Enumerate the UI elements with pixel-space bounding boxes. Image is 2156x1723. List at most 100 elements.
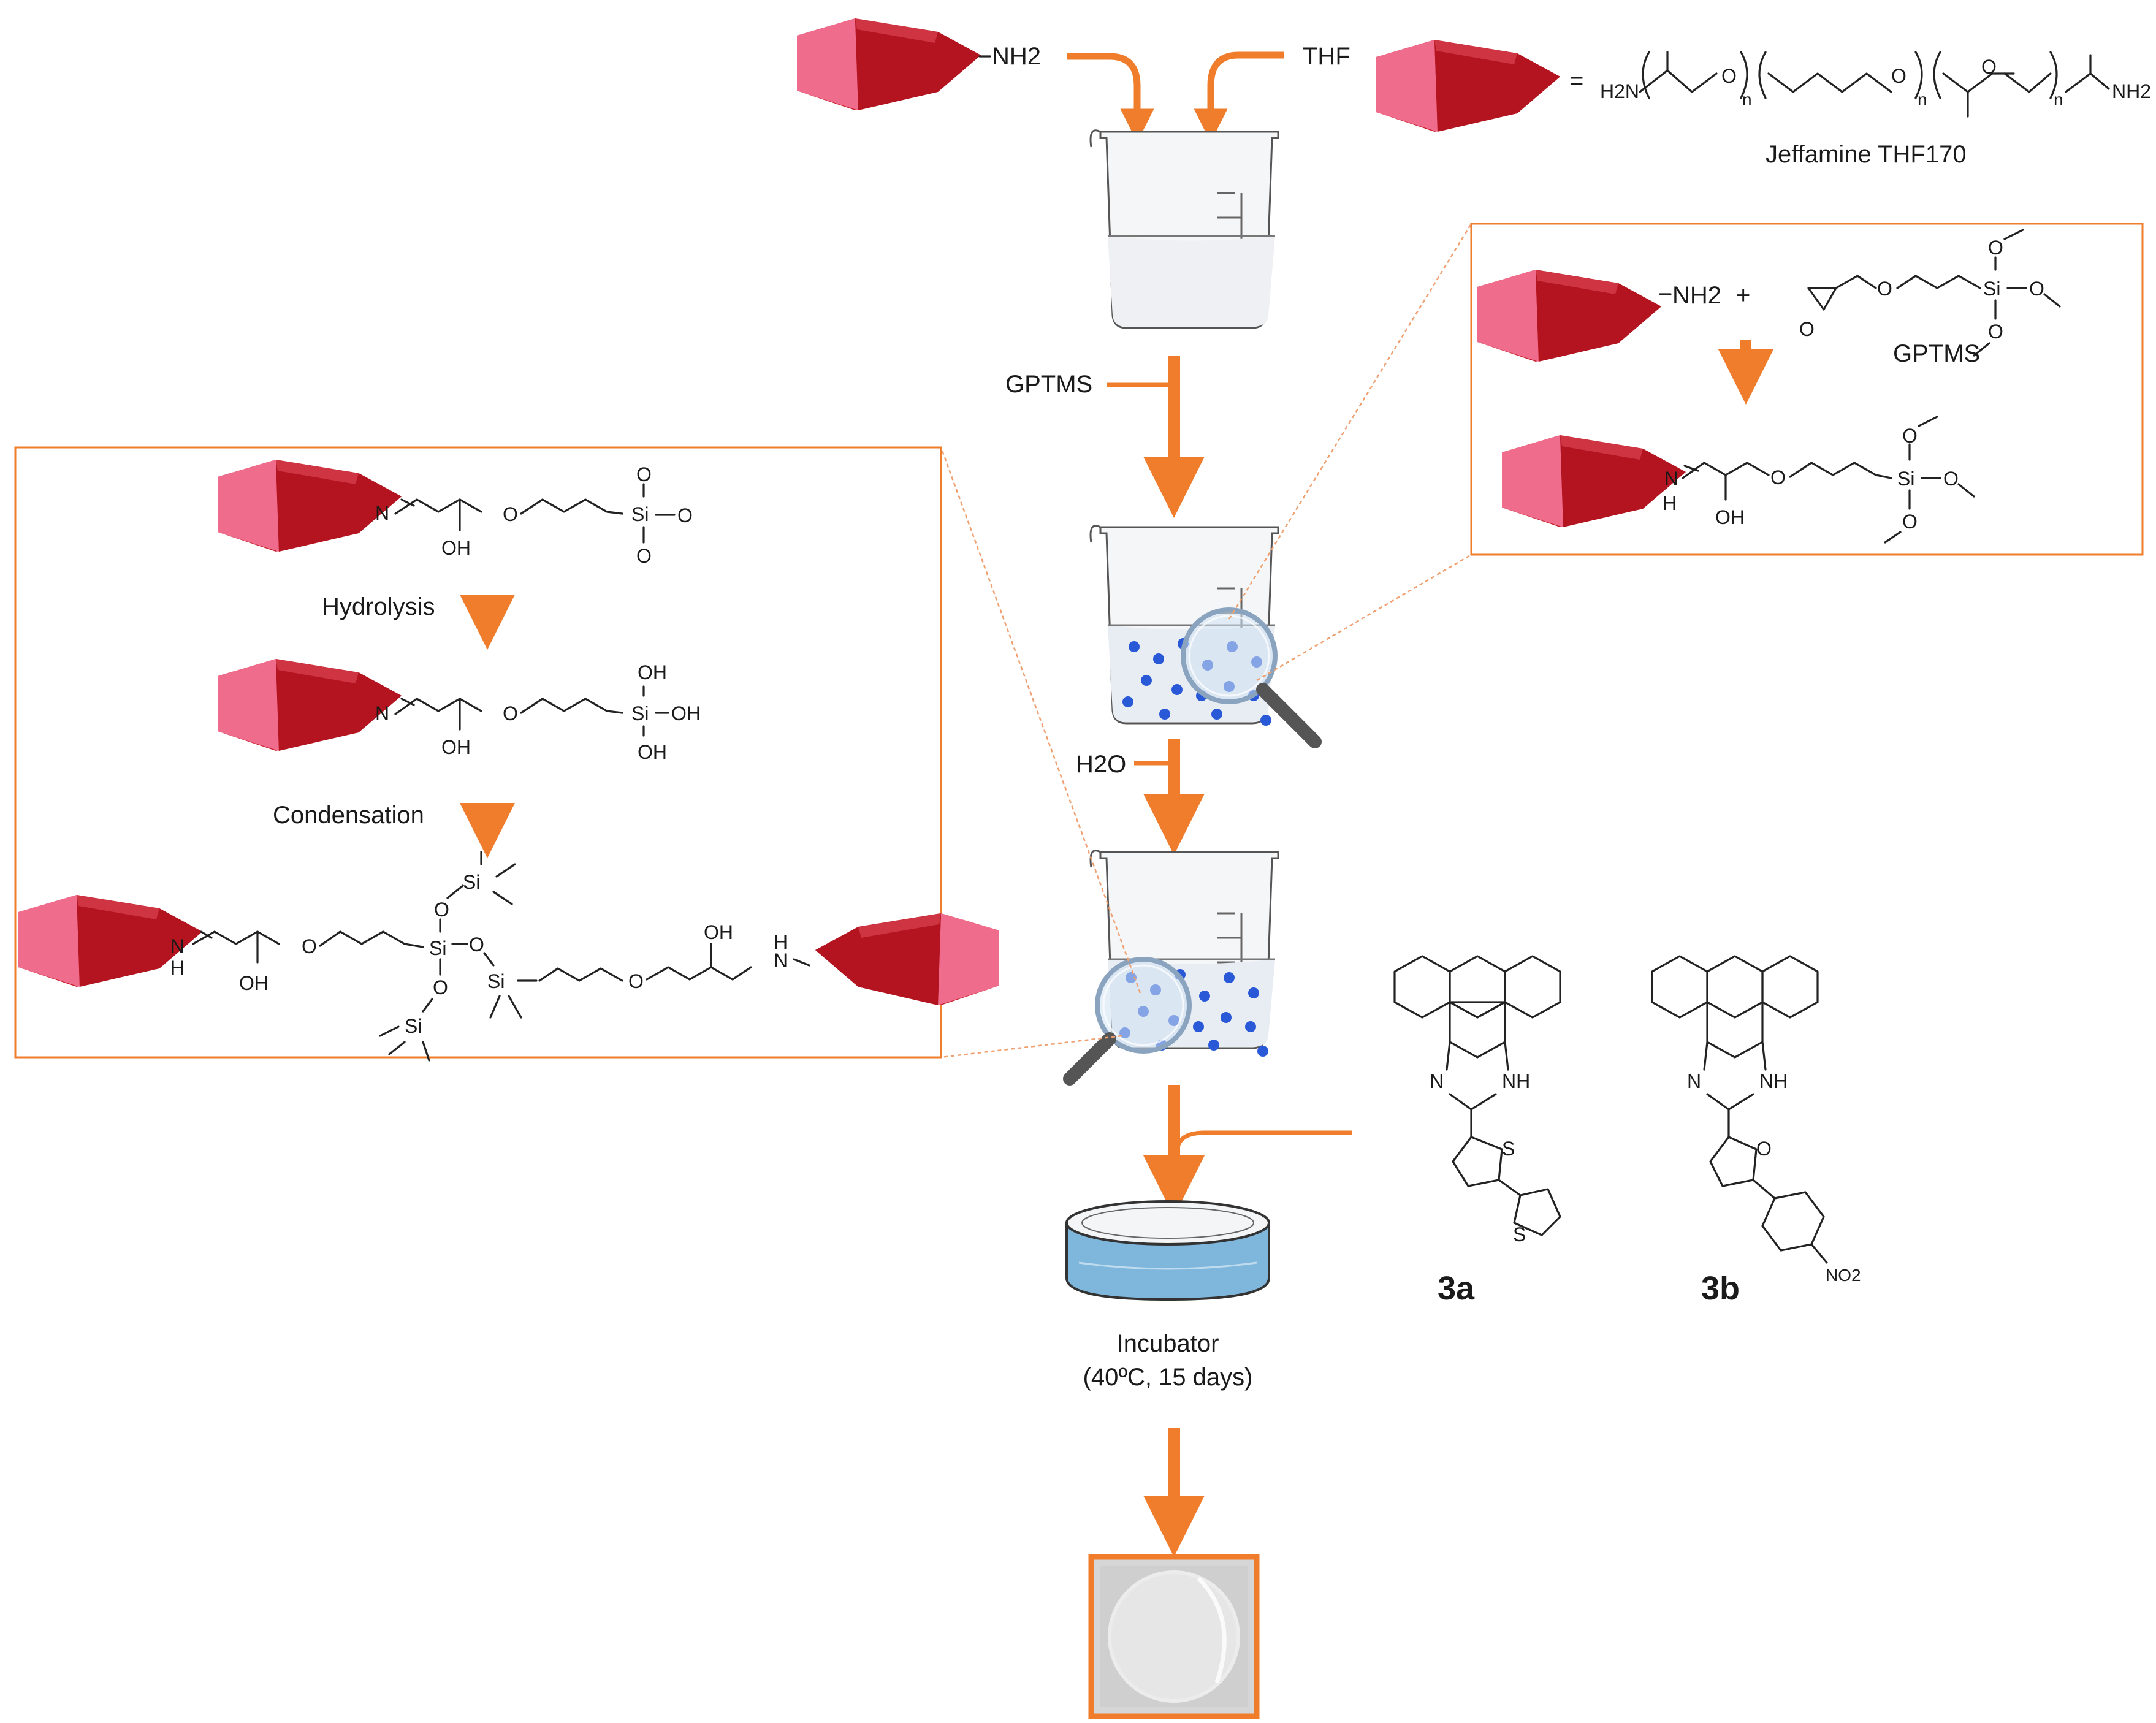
magnifier-icon bbox=[1183, 610, 1322, 748]
lb-r3-h-right: H bbox=[774, 931, 788, 953]
beaker-1 bbox=[1089, 129, 1279, 329]
rb-product-o-up: O bbox=[1902, 425, 1918, 447]
rb-product-h: H bbox=[1663, 492, 1677, 514]
lb-r1-o-right: O bbox=[677, 504, 693, 527]
gptms-o-right: O bbox=[2029, 278, 2044, 300]
thf-label: THF bbox=[1303, 43, 1350, 70]
zoom-line-right-top bbox=[1228, 223, 1472, 620]
lb-r2-oh-up: OH bbox=[638, 661, 667, 683]
compound-3b-nh: NH bbox=[1759, 1070, 1788, 1092]
lb-r2-oh-down: OH bbox=[638, 741, 667, 763]
membrane-photo-icon bbox=[1088, 1554, 1260, 1719]
rb-gptms-label: GPTMS bbox=[1893, 340, 1980, 367]
ether-o-2: O bbox=[1891, 65, 1906, 87]
lb-r3-o-chain: O bbox=[628, 970, 644, 992]
beaker-3 bbox=[1063, 850, 1279, 1086]
h2n-label: H2N bbox=[1600, 80, 1639, 102]
beaker-2 bbox=[1089, 525, 1322, 748]
epoxide-o: O bbox=[1799, 318, 1815, 340]
zoom-line-left-top bbox=[940, 447, 1141, 994]
gptms-flow-label: GPTMS bbox=[1005, 371, 1092, 398]
ether-o-3: O bbox=[1981, 56, 1997, 78]
compound-3b-o: O bbox=[1756, 1138, 1772, 1160]
amine-arrow bbox=[1067, 53, 1154, 143]
red-polymer-block-icon bbox=[218, 659, 402, 751]
lb-r2-o: O bbox=[503, 702, 518, 725]
red-polymer-block-icon bbox=[1502, 435, 1686, 527]
dye-branch-line bbox=[1175, 1130, 1352, 1153]
lb-r3-n-right: N bbox=[774, 949, 788, 972]
incubator-label: Incubator bbox=[1117, 1330, 1219, 1357]
jeffamine-definition: = H2N O n O n O n NH2 Jeffamine THF170 bbox=[1376, 40, 2151, 168]
compound-3b-n: N bbox=[1687, 1070, 1701, 1092]
jeffamine-name: Jeffamine THF170 bbox=[1766, 141, 1967, 168]
magnifier-icon bbox=[1063, 959, 1189, 1086]
gptms-si: Si bbox=[1983, 278, 2000, 300]
equals-sign: = bbox=[1569, 67, 1583, 94]
lb-r2-n: N bbox=[375, 702, 389, 725]
lb-r3-si-down: Si bbox=[405, 1015, 422, 1037]
red-polymer-block-icon bbox=[815, 913, 999, 1005]
lb-r3-oh-left: OH bbox=[239, 972, 269, 994]
petri-dish-icon bbox=[1065, 1200, 1270, 1301]
zoom-line-right-bottom bbox=[1256, 553, 1472, 682]
red-polymer-block-icon bbox=[1477, 270, 1661, 362]
lb-r1-oh: OH bbox=[441, 537, 471, 559]
rb-product-n: N bbox=[1664, 468, 1678, 490]
rb-product-si: Si bbox=[1897, 468, 1914, 490]
lb-r3-si-center: Si bbox=[429, 937, 446, 959]
lb-r3-n-left: N bbox=[170, 935, 185, 957]
repeat-n-1: n bbox=[1742, 90, 1752, 109]
lb-r3-h-left: H bbox=[170, 957, 185, 979]
condensation-label: Condensation bbox=[273, 802, 424, 829]
thf-arrow bbox=[1194, 51, 1284, 143]
red-polymer-block-icon bbox=[797, 18, 981, 110]
rb-product-o-right: O bbox=[1943, 468, 1959, 490]
repeat-n-3: n bbox=[2054, 90, 2063, 109]
amine-reagent: NH2 bbox=[797, 18, 1041, 110]
sol-gel-mechanism-box: N OH O Si O O O Hydrolysis N OH O Si OH … bbox=[14, 446, 999, 1062]
zoom-line-left-bottom bbox=[940, 1035, 1122, 1059]
lb-r2-oh-right: OH bbox=[671, 702, 701, 725]
lb-r3-oh-right: OH bbox=[704, 921, 733, 943]
repeat-n-2: n bbox=[1918, 90, 1927, 109]
nh2-label: NH2 bbox=[2112, 80, 2151, 102]
lb-r2-si: Si bbox=[631, 702, 649, 725]
lb-r1-n: N bbox=[375, 502, 389, 524]
compound-3b-label: 3b bbox=[1701, 1270, 1740, 1307]
lb-r3-si-right: Si bbox=[487, 970, 505, 992]
rb-product-oh: OH bbox=[1715, 506, 1745, 528]
lb-r2-oh: OH bbox=[441, 736, 471, 758]
lb-r3-o-up: O bbox=[434, 899, 449, 921]
rb-product-o-down: O bbox=[1902, 511, 1918, 533]
lb-r1-o: O bbox=[503, 503, 518, 525]
gptms-ether-o: O bbox=[1877, 278, 1892, 300]
lb-r1-si: Si bbox=[631, 503, 649, 525]
plus-sign: + bbox=[1736, 282, 1750, 309]
compound-3a-n: N bbox=[1430, 1070, 1444, 1092]
amine-label: NH2 bbox=[992, 43, 1041, 70]
compound-3a-nh: NH bbox=[1502, 1070, 1530, 1092]
compound-3a-structure: N NH S S 3a bbox=[1393, 955, 1561, 1307]
lb-r3-o-down: O bbox=[433, 976, 448, 998]
ether-o-1: O bbox=[1721, 65, 1737, 87]
incubator-conditions: (40ºC, 15 days) bbox=[1083, 1364, 1253, 1391]
compound-3b-no2: NO2 bbox=[1826, 1266, 1861, 1285]
gptms-o-down: O bbox=[1988, 321, 2003, 343]
rb-amine-label: NH2 bbox=[1672, 282, 1721, 309]
compound-3b-structure: N NH O NO2 3b bbox=[1651, 955, 1861, 1307]
gptms-o-up: O bbox=[1988, 237, 2003, 259]
lb-r3-o-right: O bbox=[469, 934, 484, 956]
compound-3a-s1: S bbox=[1502, 1138, 1515, 1160]
lb-r3-si-up: Si bbox=[463, 871, 480, 893]
lb-r1-o-up: O bbox=[636, 463, 652, 485]
epoxide-reaction-box: NH2 + O O Si O O O GPTMS N H OH O Si O O bbox=[1470, 223, 2144, 556]
compound-3a-s2: S bbox=[1513, 1223, 1526, 1246]
water-flow-label: H2O bbox=[1076, 751, 1126, 778]
hydrolysis-label: Hydrolysis bbox=[322, 593, 435, 620]
red-polymer-block-icon bbox=[218, 460, 402, 552]
rb-product-ether-o: O bbox=[1770, 466, 1786, 489]
red-polymer-block-icon bbox=[1376, 40, 1560, 132]
lb-r3-o-left: O bbox=[302, 935, 317, 957]
